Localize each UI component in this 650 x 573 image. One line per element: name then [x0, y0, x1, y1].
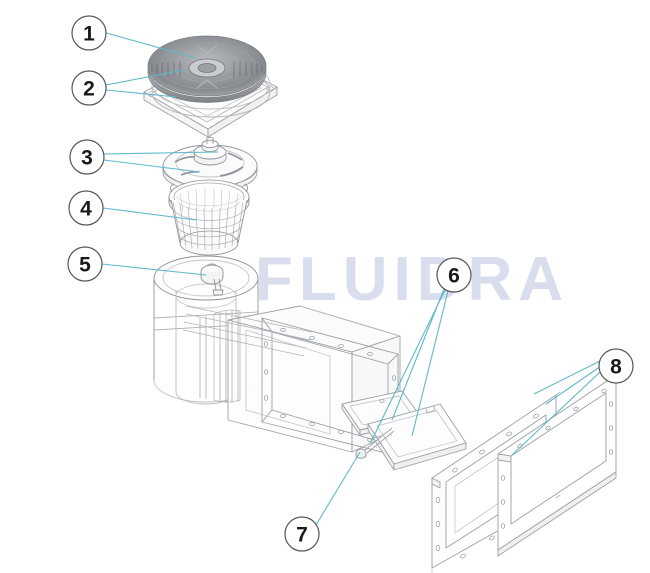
callout-5-circle[interactable] — [67, 246, 103, 282]
leader-7 — [315, 451, 361, 526]
disc-lid — [147, 35, 267, 103]
faceplate-frames — [431, 374, 617, 573]
skimmer-body — [153, 255, 401, 457]
leader-3b — [103, 159, 201, 173]
callout-1[interactable]: 1 — [71, 15, 107, 51]
callout-4-label: 4 — [80, 198, 92, 221]
leader-4 — [102, 207, 197, 221]
leader-lines — [101, 32, 603, 526]
leader-2b — [105, 89, 177, 98]
callout-6[interactable]: 6 — [436, 257, 472, 293]
callout-3-label: 3 — [81, 147, 93, 170]
leader-1 — [105, 32, 197, 59]
leader-3a — [103, 151, 219, 155]
callout-8-label: 8 — [610, 356, 622, 379]
leader-6c — [411, 290, 449, 437]
round-lid — [162, 136, 258, 193]
callout-5[interactable]: 5 — [67, 246, 103, 282]
leader-8a — [533, 359, 603, 395]
leader-6b — [369, 289, 446, 445]
strainer-basket — [168, 179, 250, 256]
callout-2-circle[interactable] — [71, 70, 107, 106]
part-group-top — [143, 35, 278, 138]
callout-7[interactable]: 7 — [284, 516, 320, 552]
callout-bubbles: 1 2 3 4 5 6 7 8 — [67, 15, 634, 552]
callout-3[interactable]: 3 — [69, 139, 105, 175]
callout-5-label: 5 — [79, 254, 91, 277]
watermark: FLUIDRA — [255, 245, 569, 314]
callout-4-circle[interactable] — [68, 190, 104, 226]
callout-7-circle[interactable] — [284, 516, 320, 552]
callout-2[interactable]: 2 — [71, 70, 107, 106]
callout-1-label: 1 — [83, 23, 95, 46]
watermark-text: FLUIDRA — [255, 245, 569, 314]
faceplate-front — [497, 374, 617, 557]
leader-2a — [105, 69, 185, 86]
callout-8-circle[interactable] — [598, 348, 634, 384]
callout-1-circle[interactable] — [71, 15, 107, 51]
callout-3-circle[interactable] — [69, 139, 105, 175]
callout-8[interactable]: 8 — [598, 348, 634, 384]
callout-7-label: 7 — [296, 524, 308, 547]
float-valve — [200, 263, 224, 296]
callout-4[interactable]: 4 — [68, 190, 104, 226]
callout-6-label: 6 — [448, 265, 460, 288]
leader-5 — [101, 263, 207, 276]
leader-8b — [545, 365, 602, 405]
callout-2-label: 2 — [83, 78, 95, 101]
leader-8c — [511, 371, 601, 456]
callout-6-circle[interactable] — [436, 257, 472, 293]
